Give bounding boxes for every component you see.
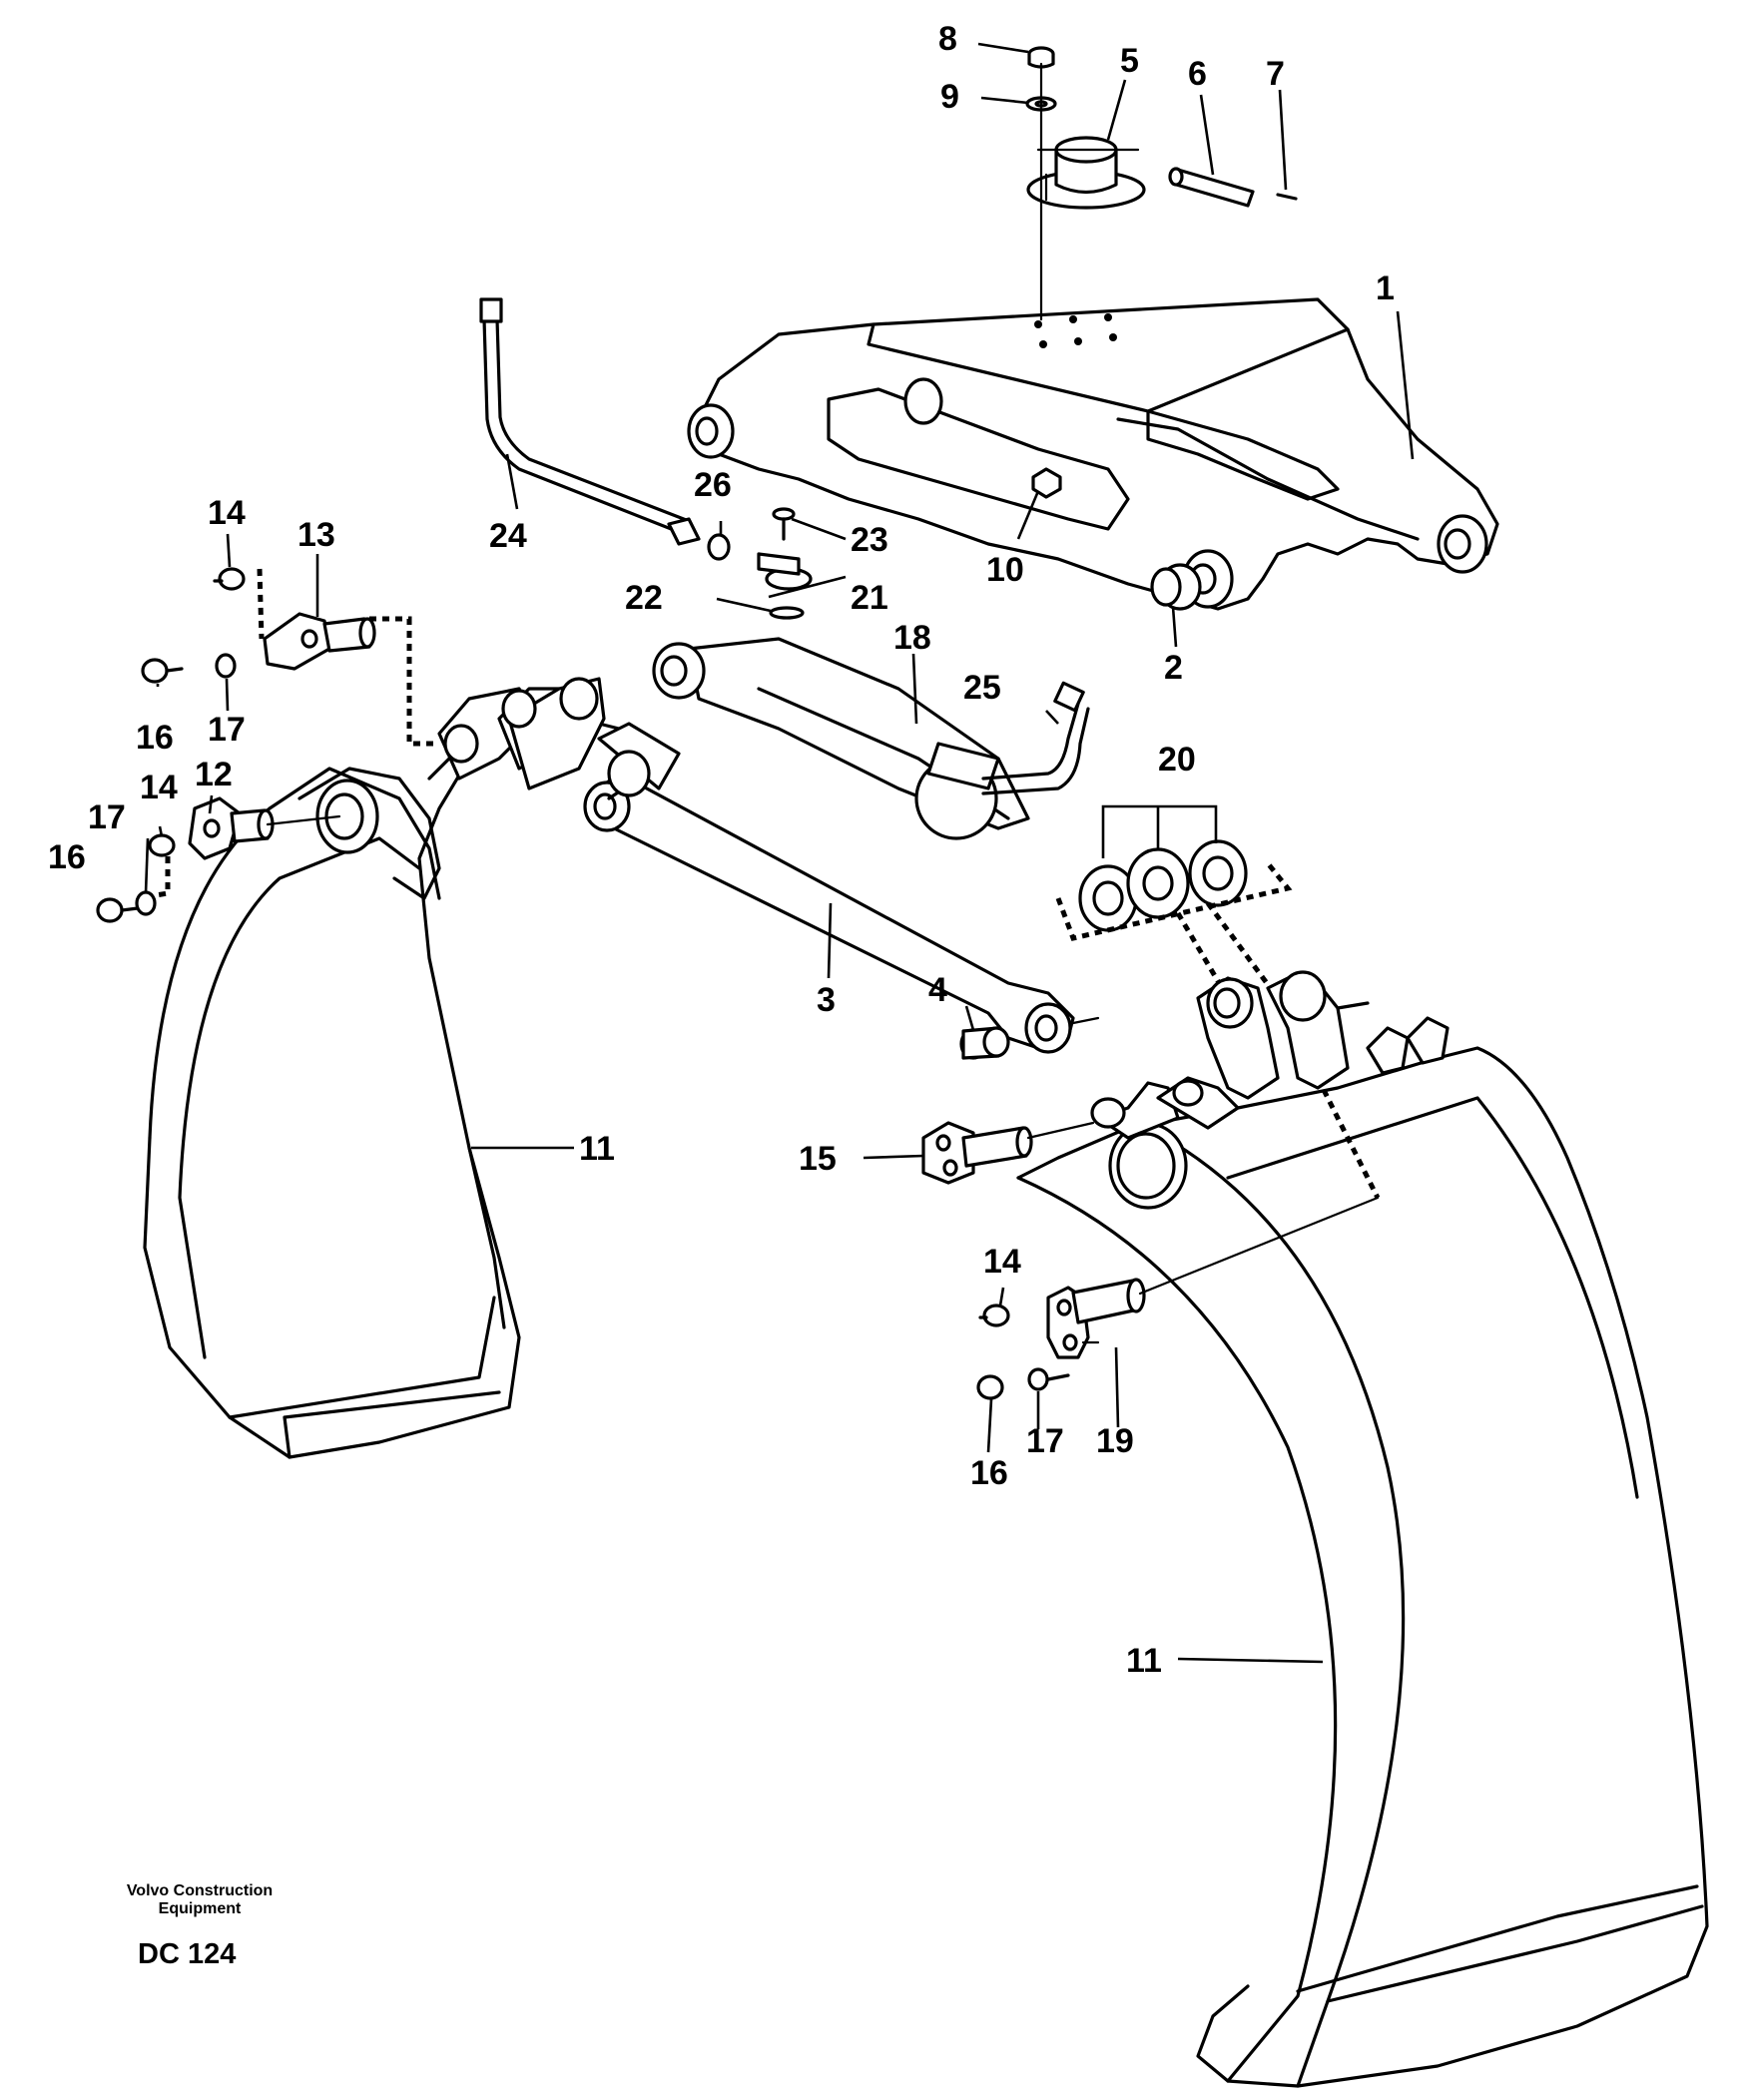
callout-24: 24 (489, 517, 527, 555)
callout-14-lower-left: 14 (140, 769, 178, 806)
bearing-set-bracket (1055, 861, 1293, 941)
callout-16-upper-left: 16 (136, 719, 174, 757)
callout-1: 1 (1376, 269, 1395, 307)
washer-part-17-upper-left (215, 653, 237, 679)
callout-16-right: 16 (970, 1454, 1008, 1492)
callout-26: 26 (694, 466, 732, 504)
callout-21: 21 (851, 579, 888, 617)
callout-11-left: 11 (579, 1130, 615, 1168)
callout-6: 6 (1188, 55, 1207, 93)
callout-9: 9 (940, 78, 959, 116)
callout-14-upper-left: 14 (208, 494, 246, 532)
washer-part-17-lower-left (135, 890, 157, 916)
callout-11-right: 11 (1126, 1642, 1162, 1680)
callout-10: 10 (986, 551, 1024, 589)
bearing-set-part-20 (1078, 839, 1248, 932)
pin-part-19 (1046, 1196, 1380, 1359)
screw-part-14-lower-left (148, 833, 176, 857)
screw-part-16-lower-left (96, 897, 140, 923)
callout-19: 19 (1096, 1422, 1134, 1460)
callout-17-upper-left: 17 (208, 711, 246, 749)
callout-17-right: 17 (1026, 1422, 1064, 1460)
screw-part-16-right (976, 1374, 1004, 1400)
bushing-part-4 (959, 1026, 1010, 1060)
right-grapple-arm-part-11 (1016, 970, 1709, 2088)
nipple-part-26 (707, 533, 731, 561)
pin-part-13 (263, 612, 376, 671)
callout-14-right: 14 (983, 1243, 1021, 1281)
left-grapple-arm-part-11 (143, 677, 681, 1459)
screw-part-14-upper-left (213, 567, 246, 591)
frame-part-1 (687, 297, 1499, 611)
callout-4: 4 (928, 971, 947, 1009)
drawing-code: DC 124 (138, 1938, 237, 1970)
dashed-link-screw-to-pin-12 (149, 843, 171, 899)
dashed-link-pin-13-to-arm (369, 616, 439, 747)
callout-20: 20 (1158, 741, 1196, 779)
callout-16-lower-left: 16 (48, 838, 86, 876)
manufacturer-line-2: Equipment (158, 1900, 242, 1917)
callout-23: 23 (851, 521, 888, 559)
manufacturer-line-1: Volvo Construction (126, 1882, 274, 1899)
bushing-part-2 (1150, 563, 1202, 611)
pin-part-15 (921, 1121, 1095, 1185)
callout-2: 2 (1164, 649, 1183, 687)
hose-part-24 (479, 297, 701, 546)
washer-part-17-right (1027, 1367, 1070, 1391)
screw-part-8 (1027, 46, 1055, 69)
o-ring-part-22 (769, 606, 805, 620)
callout-25: 25 (963, 669, 1001, 707)
pin-part-6 (1168, 167, 1255, 208)
flange-part-21 (757, 552, 813, 591)
dashed-link-screw-to-pin-13 (257, 568, 265, 640)
callout-3: 3 (817, 981, 836, 1019)
callout-5: 5 (1120, 42, 1139, 80)
callout-18: 18 (893, 619, 931, 657)
split-pin-part-7 (1276, 193, 1298, 201)
callout-labels: 1 2 3 4 5 6 7 8 9 10 11 11 12 13 14 14 1… (48, 20, 1395, 1680)
callout-7: 7 (1266, 55, 1285, 93)
callout-17-lower-left: 17 (88, 798, 126, 836)
callout-15: 15 (799, 1140, 837, 1178)
callout-13: 13 (297, 516, 335, 554)
nut-part-10 (1031, 467, 1062, 499)
screw-part-16-upper-left (141, 658, 184, 684)
callout-12: 12 (195, 756, 233, 793)
callout-22: 22 (625, 579, 663, 617)
cylinder-part-18 (652, 637, 1090, 840)
pin-part-12 (188, 796, 341, 860)
leader-lines (144, 42, 1415, 1664)
screw-part-23 (772, 507, 796, 541)
link-arm-part-3 (583, 772, 1100, 1054)
rotator-part-5 (1026, 136, 1146, 210)
manufacturer-label: Volvo Construction Equipment (110, 1882, 290, 1918)
screw-part-14-right (978, 1304, 1010, 1327)
callout-8: 8 (938, 20, 957, 58)
